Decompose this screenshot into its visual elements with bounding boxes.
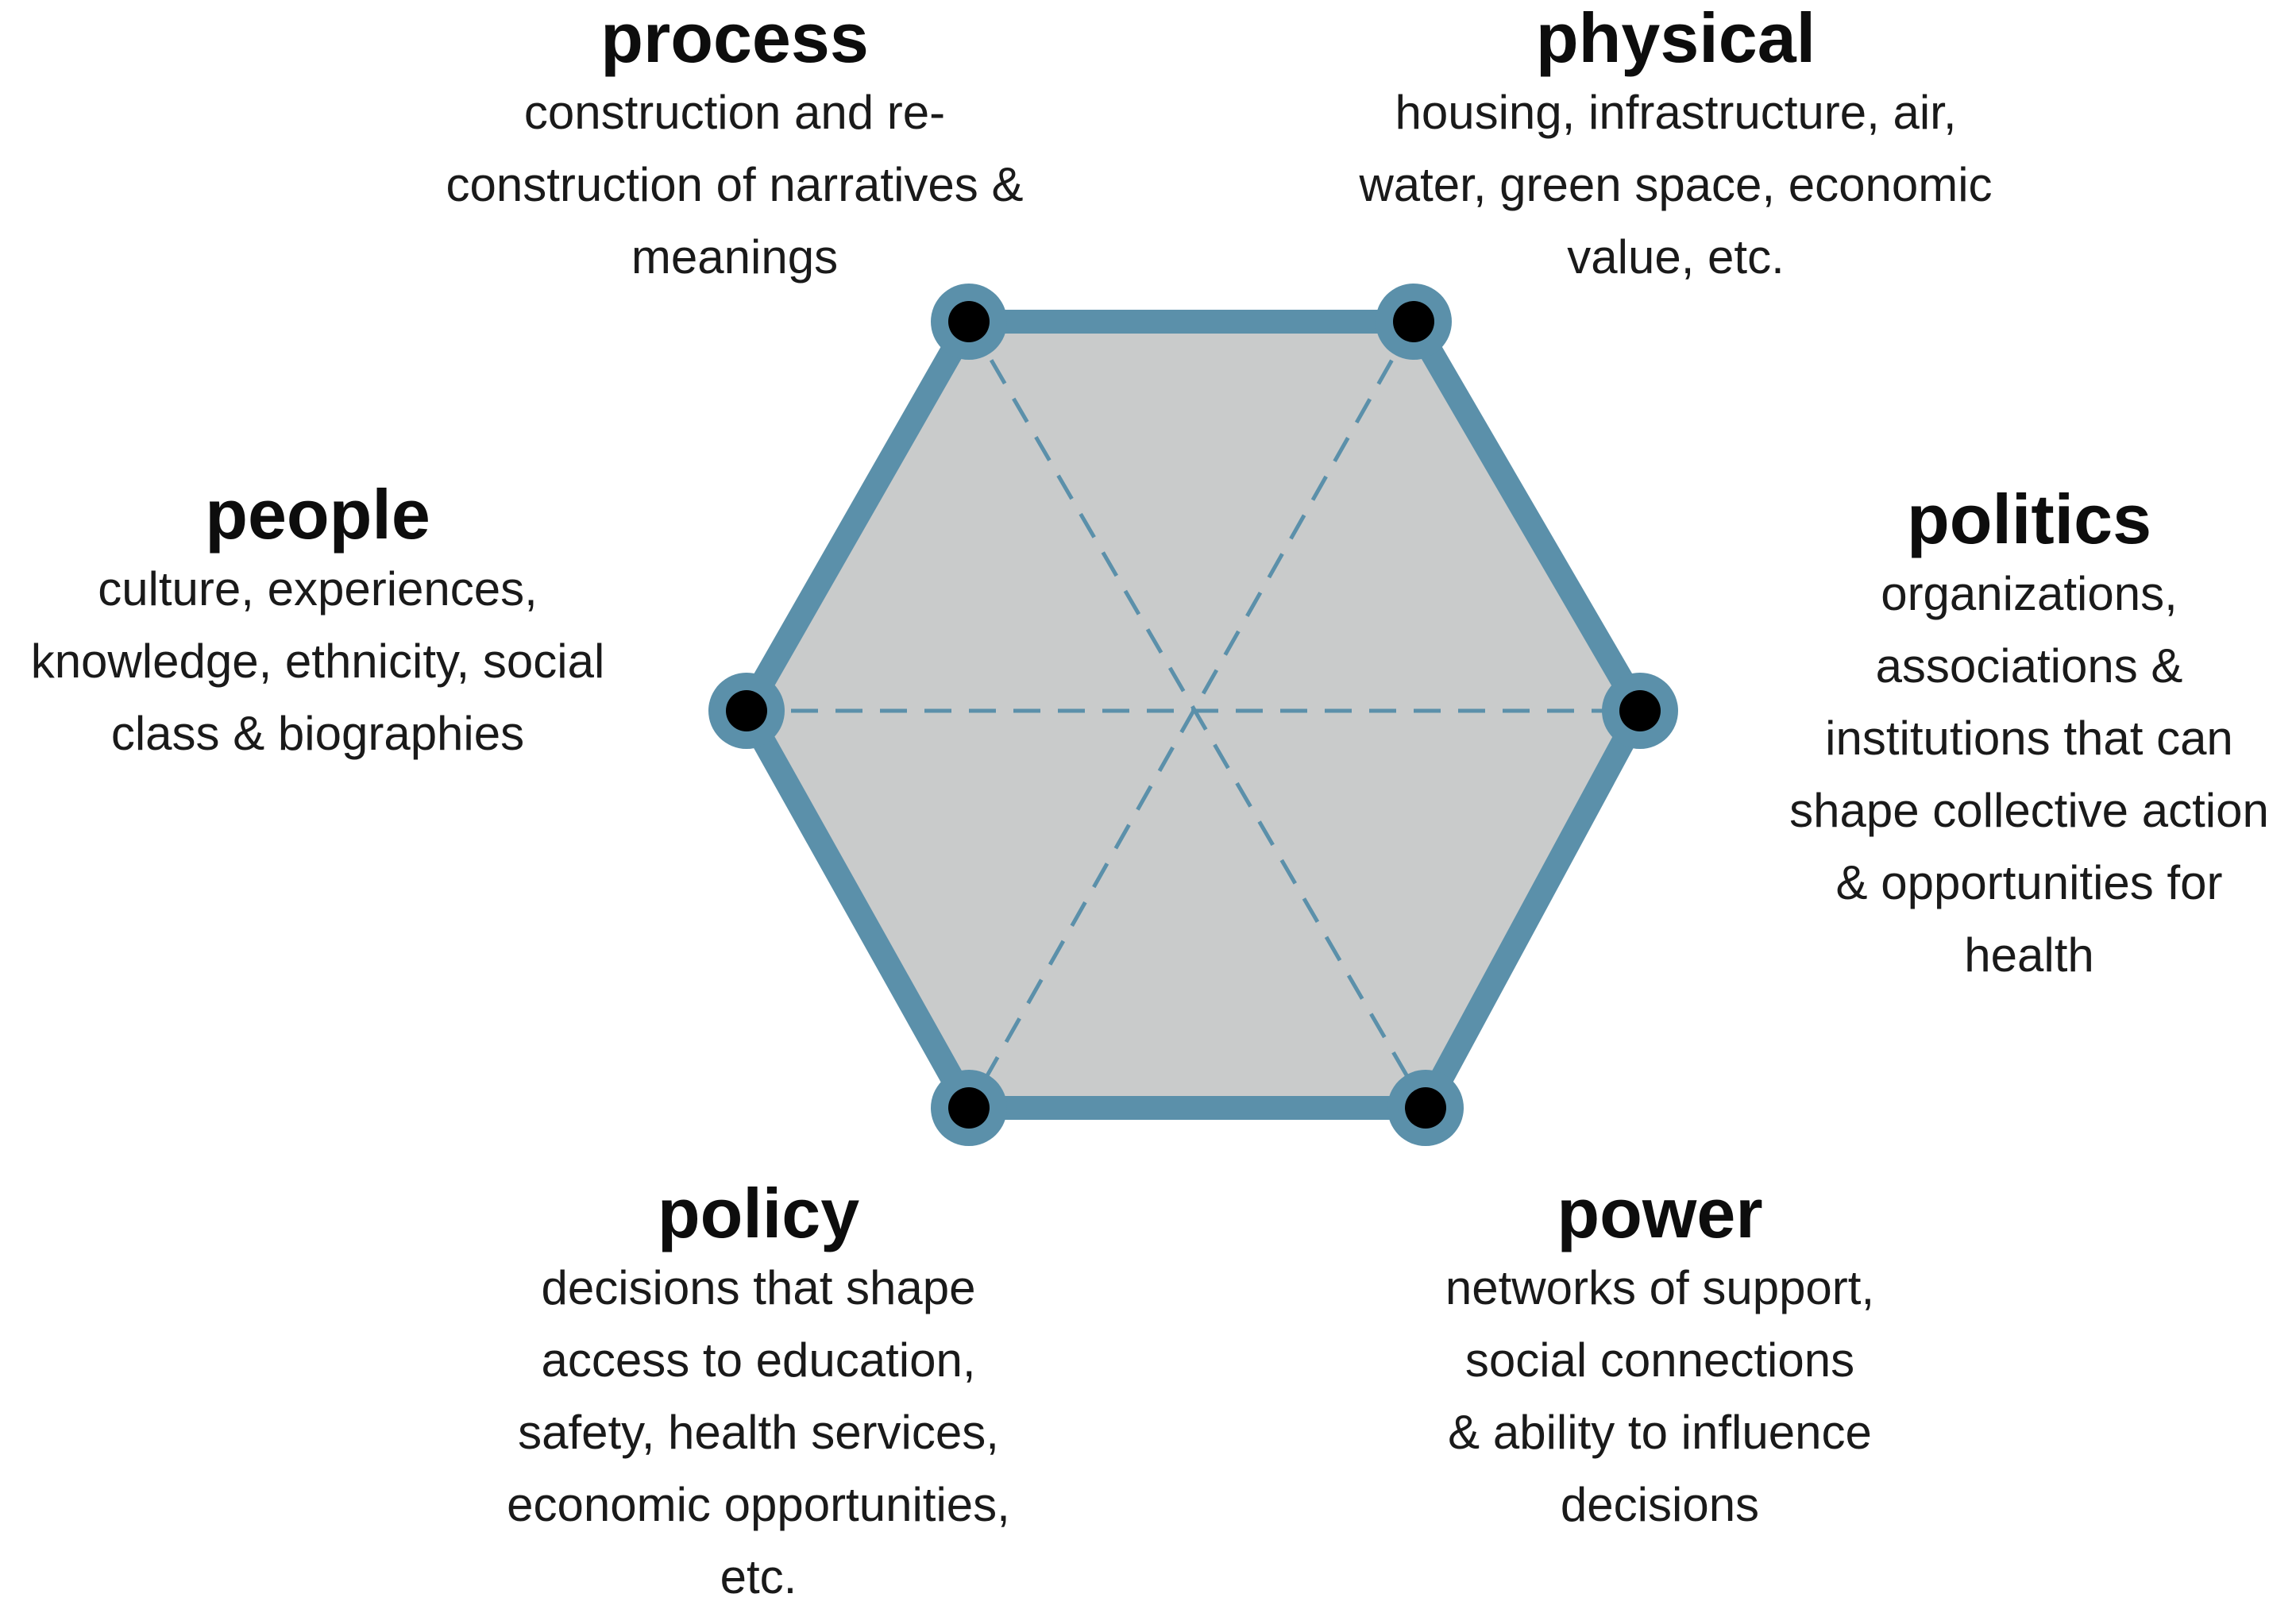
description-line: & opportunities for [1835,856,2223,909]
description-line: shape collective action [1789,784,2269,837]
dashed-spokes [747,320,1640,1109]
label-power: power networks of support, social connec… [1366,1175,1954,1541]
description-line: culture, experiences, [98,562,538,615]
description-line: water, green space, economic [1359,158,1993,211]
description-line: class & biographies [110,707,525,760]
description-line: housing, infrastructure, air, [1395,86,1957,139]
node-policy [931,1070,1007,1146]
title-policy: policy [657,1174,860,1252]
label-process: process construction and re- constructio… [413,0,1056,293]
description-line: construction of narratives & [446,158,1024,211]
label-physical: physical housing, infrastructure, air, w… [1322,0,2029,293]
description-power: networks of support, social connections … [1366,1252,1954,1541]
description-line: construction and re- [523,86,946,139]
node-physical [1376,284,1452,360]
description-line: networks of support, [1445,1261,1875,1314]
title-power: power [1557,1174,1763,1252]
title-process: process [600,0,869,77]
spoke-process-power [967,320,1428,1109]
description-line: institutions that can [1825,712,2233,765]
description-line: health [1964,928,2094,982]
title-physical: physical [1535,0,1816,77]
description-line: organizations, [1881,567,2178,620]
spoke-physical-policy [967,320,1416,1109]
description-line: associations & [1875,639,2183,693]
description-politics: organizations, associations & institutio… [1763,558,2295,991]
title-people: people [205,475,430,554]
label-policy: policy decisions that shape access to ed… [457,1175,1060,1613]
description-line: meanings [631,230,839,284]
description-line: value, etc. [1567,230,1785,284]
description-line: access to education, [541,1333,976,1387]
description-line: safety, health services, [518,1406,999,1459]
node-people [708,673,785,749]
description-line: knowledge, ethnicity, social [30,635,605,688]
vertex-nodes [708,284,1678,1146]
node-politics [1602,673,1678,749]
description-line: & ability to influence [1448,1406,1872,1459]
title-politics: politics [1906,480,2152,558]
description-line: etc. [720,1550,797,1603]
node-process [931,284,1007,360]
description-people: culture, experiences, knowledge, ethnici… [0,553,635,770]
description-line: social connections [1464,1333,1855,1387]
description-policy: decisions that shape access to education… [457,1252,1060,1613]
node-power [1387,1070,1464,1146]
description-line: economic opportunities, [507,1478,1010,1531]
label-politics: politics organizations, associations & i… [1763,481,2295,991]
description-line: decisions that shape [541,1261,976,1314]
description-process: construction and re- construction of nar… [413,76,1056,293]
description-physical: housing, infrastructure, air, water, gre… [1322,76,2029,293]
description-line: decisions [1560,1478,1760,1531]
label-people: people culture, experiences, knowledge, … [0,477,635,770]
